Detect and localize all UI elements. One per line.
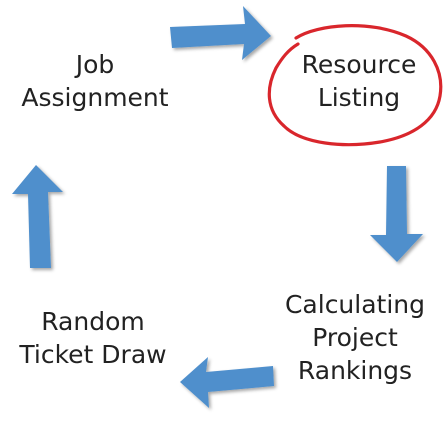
node-resource-listing: Resource Listing bbox=[278, 48, 440, 114]
node-job-assignment: Job Assignment bbox=[20, 48, 170, 114]
arrow-bottom-left bbox=[180, 357, 274, 408]
highlight-circle bbox=[267, 24, 443, 147]
arrow-right-down bbox=[370, 166, 423, 262]
node-random-ticket-draw-line2: Ticket Draw bbox=[19, 340, 167, 369]
node-resource-listing-line2: Listing bbox=[317, 83, 401, 112]
arrow-left-up bbox=[12, 165, 63, 268]
node-random-ticket-draw: Random Ticket Draw bbox=[8, 305, 178, 371]
node-calculating-rankings-line1: Calculating bbox=[284, 290, 426, 319]
node-random-ticket-draw-line1: Random bbox=[41, 307, 145, 336]
node-calculating-rankings-line3: Rankings bbox=[297, 356, 413, 385]
node-job-assignment-line2: Assignment bbox=[21, 83, 169, 112]
arrow-top-right bbox=[170, 6, 271, 60]
node-resource-listing-line1: Resource bbox=[301, 50, 417, 79]
node-calculating-rankings: Calculating Project Rankings bbox=[270, 288, 440, 387]
node-calculating-rankings-line2: Project bbox=[312, 323, 398, 352]
node-job-assignment-line1: Job bbox=[75, 50, 115, 79]
